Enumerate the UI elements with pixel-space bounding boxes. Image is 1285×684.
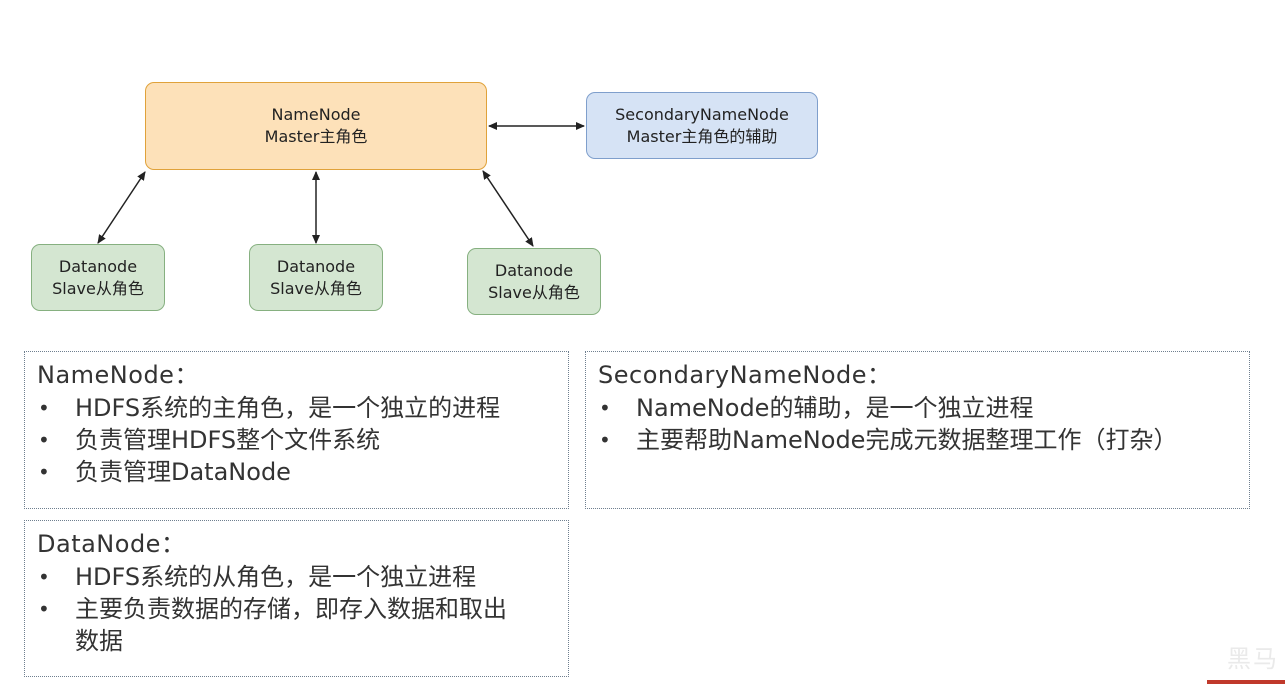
master-node-title: NameNode bbox=[271, 105, 361, 124]
datanode-slave-node-3: Datanode Slave从角色 bbox=[467, 248, 601, 315]
panel-heading: SecondaryNameNode： bbox=[598, 361, 892, 389]
namenode-description-panel: NameNode： HDFS系统的主角色，是一个独立的进程 负责管理HDFS整个… bbox=[24, 351, 569, 509]
bullet-item: NameNode的辅助，是一个独立进程 bbox=[598, 392, 1237, 424]
slave-node-role: Slave从角色 bbox=[488, 282, 580, 302]
arrow-master-slave-1 bbox=[97, 171, 146, 244]
slave-node-title: Datanode bbox=[58, 256, 138, 276]
master-node-role: Master主角色 bbox=[264, 127, 368, 146]
bullet-item: 负责管理DataNode bbox=[37, 456, 556, 488]
arrow-master-slave-3 bbox=[482, 170, 534, 247]
slave-node-role: Slave从角色 bbox=[52, 278, 144, 298]
datanode-description-panel: DataNode： HDFS系统的从角色，是一个独立进程 主要负责数据的存储，即… bbox=[24, 520, 569, 677]
slave-node-title: Datanode bbox=[276, 256, 356, 276]
watermark-logo: 黑马 bbox=[1227, 645, 1279, 673]
bullet-list: NameNode的辅助，是一个独立进程 主要帮助NameNode完成元数据整理工… bbox=[598, 392, 1237, 456]
bullet-item: 负责管理HDFS整个文件系统 bbox=[37, 424, 556, 456]
namenode-master-node: NameNode Master主角色 bbox=[145, 82, 487, 170]
bullet-item: 主要帮助NameNode完成元数据整理工作（打杂） bbox=[598, 424, 1237, 456]
bullet-item: 主要负责数据的存储，即存入数据和取出 bbox=[37, 593, 556, 625]
slave-node-role: Slave从角色 bbox=[270, 278, 362, 298]
slave-node-title: Datanode bbox=[494, 260, 574, 280]
bullet-item: HDFS系统的主角色，是一个独立的进程 bbox=[37, 392, 556, 424]
secondary-node-title: SecondaryNameNode bbox=[615, 104, 789, 124]
secondary-namenode-node: SecondaryNameNode Master主角色的辅助 bbox=[586, 92, 818, 159]
corner-accent-bar bbox=[1207, 680, 1285, 684]
datanode-slave-node-2: Datanode Slave从角色 bbox=[249, 244, 383, 311]
bullet-item-continuation: 数据 bbox=[75, 627, 123, 655]
panel-heading: DataNode： bbox=[37, 530, 186, 558]
bullet-item: HDFS系统的从角色，是一个独立进程 bbox=[37, 561, 556, 593]
secondary-namenode-description-panel: SecondaryNameNode： NameNode的辅助，是一个独立进程 主… bbox=[585, 351, 1250, 509]
panel-heading: NameNode： bbox=[37, 361, 199, 389]
bullet-list: HDFS系统的从角色，是一个独立进程 主要负责数据的存储，即存入数据和取出 bbox=[37, 561, 556, 625]
bullet-list: HDFS系统的主角色，是一个独立的进程 负责管理HDFS整个文件系统 负责管理D… bbox=[37, 392, 556, 488]
datanode-slave-node-1: Datanode Slave从角色 bbox=[31, 244, 165, 311]
secondary-node-role: Master主角色的辅助 bbox=[626, 126, 778, 146]
